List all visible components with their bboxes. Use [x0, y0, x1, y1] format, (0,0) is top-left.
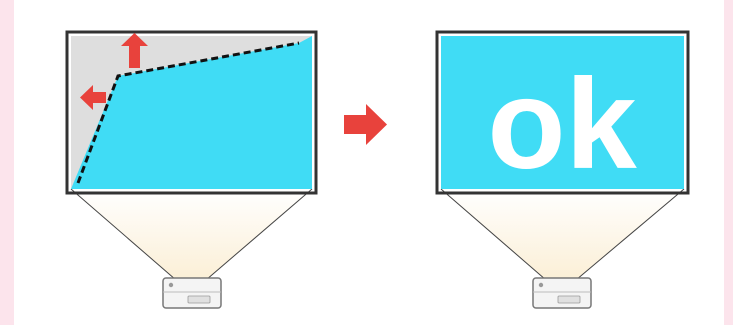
arrow-up-icon [121, 33, 148, 68]
after-scene: ok [435, 30, 690, 309]
beam-edge-right [575, 188, 685, 281]
before-scene [65, 30, 318, 309]
beam-edge-right [205, 188, 313, 281]
arrow-left-icon [80, 85, 106, 110]
ok-label: ok [487, 53, 637, 196]
beam-edge-left [70, 188, 177, 281]
screen-frame-left [65, 30, 318, 195]
projector-icon-right [532, 277, 592, 309]
corrected-image [441, 36, 684, 189]
arrow-right-icon [344, 104, 387, 145]
projection-beam-right [441, 189, 684, 280]
projector-icon-left [162, 277, 222, 309]
beam-edge-left [440, 188, 547, 281]
projection-beam-left [71, 189, 312, 280]
distortion-guide-line [76, 41, 300, 184]
screen-frame-right [435, 30, 690, 195]
